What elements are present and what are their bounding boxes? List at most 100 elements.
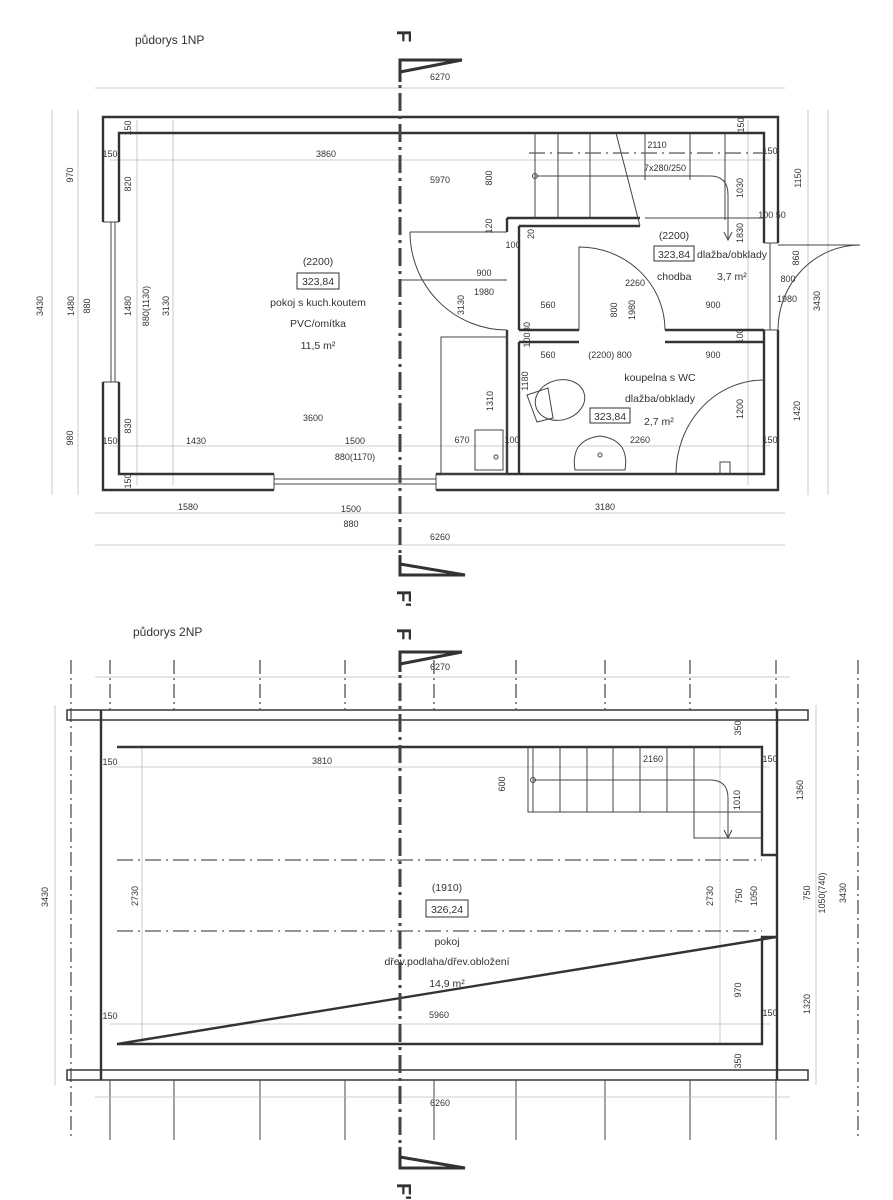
room-height: (2200) — [659, 230, 689, 242]
section-mark-start: F — [392, 628, 414, 640]
dimension-label: 150 — [762, 146, 777, 156]
dimension-label: 150 — [102, 757, 117, 767]
section-mark-end: F' — [392, 1183, 414, 1200]
dimension-label: 100 — [735, 328, 745, 343]
dimension-label: 1050 — [749, 886, 759, 906]
staircase-2np — [527, 747, 762, 840]
dimension-label: 1980 — [627, 300, 637, 320]
dimension-label: 30 — [522, 322, 532, 332]
section-mark-start: F — [392, 30, 414, 42]
room-level: 323,84 — [302, 276, 334, 288]
dimension-label: (2200) 800 — [588, 350, 632, 360]
dimension-label: 900 — [705, 300, 720, 310]
dimension-label: 2730 — [130, 886, 140, 906]
dimension-label: 560 — [540, 350, 555, 360]
dimension-label: 3810 — [312, 756, 332, 766]
dimension-label: 750 — [802, 885, 812, 900]
room-name: pokoj s kuch.koutem — [270, 297, 366, 309]
dimension-label: 1050(740) — [817, 872, 827, 913]
dimension-label: 970 — [65, 167, 75, 182]
room-living: (2200) 323,84 pokoj s kuch.koutem PVC/om… — [270, 256, 366, 352]
dimension-label: 1420 — [792, 401, 802, 421]
plan-1np: půdorys 1NP — [35, 33, 861, 546]
dimension-label: 560 — [540, 300, 555, 310]
dimension-label: 1310 — [485, 391, 495, 411]
dimension-label: 100 50 — [758, 210, 786, 220]
dimension-label: 800 — [484, 170, 494, 185]
dimension-label: 120 — [484, 218, 494, 233]
dimension-label: 900 — [476, 268, 491, 278]
dimension-label: 800 — [609, 302, 619, 317]
room-level: 326,24 — [431, 904, 463, 916]
dimension-label: 880(1170) — [335, 452, 375, 462]
room-finish: dlažba/obklady — [625, 393, 696, 405]
room-name: koupelna s WC — [624, 372, 696, 384]
dimension-label: 150 — [762, 435, 777, 445]
dimension-label: 1500 — [341, 504, 361, 514]
room-corridor: (2200) 323,84 dlažba/obklady chodba 3,7 … — [653, 230, 768, 283]
dimension-label: 1480 — [66, 296, 76, 316]
dimension-label: 150 — [102, 149, 117, 159]
dimension-label: 2260 — [625, 278, 645, 288]
dimension-label: 150 — [102, 436, 117, 446]
dimension-label: 100 — [504, 435, 519, 445]
section-mark-end: F' — [392, 590, 414, 607]
bathroom-fixtures — [526, 379, 627, 471]
dimension-label: 2730 — [705, 886, 715, 906]
dimension-label: 830 — [123, 418, 133, 433]
dimension-label: 2110 — [647, 140, 666, 150]
section-line-f: F F' F F' — [392, 30, 466, 1200]
room-area: 2,7 m² — [644, 416, 674, 428]
dimension-label: 3860 — [316, 149, 336, 159]
dimension-label: 3430 — [40, 887, 50, 907]
room-level: 323,84 — [658, 249, 690, 261]
dimension-label: 150 — [123, 473, 133, 488]
room-bathroom: koupelna s WC dlažba/obklady 323,84 2,7 … — [589, 372, 696, 428]
dimension-label: 350 — [733, 1053, 743, 1068]
walls-1np — [101, 115, 780, 492]
dimension-label: 880 — [343, 519, 358, 529]
dimension-label: 150 — [762, 754, 777, 764]
dimension-label: 1430 — [186, 436, 206, 446]
dimension-label: 820 — [123, 176, 133, 191]
dimension-label: 3430 — [838, 883, 848, 903]
dimension-label: 6260 — [430, 1098, 450, 1108]
grid-ticks-2np — [54, 660, 859, 1140]
dimension-label: 1150 — [793, 168, 803, 187]
dimension-label: 100 — [505, 240, 520, 250]
dimension-label: 20 — [526, 229, 536, 239]
dimension-label: 2260 — [630, 435, 650, 445]
walls-2np — [66, 709, 809, 1081]
dimension-label: 3130 — [161, 296, 171, 316]
dimension-label: 1320 — [802, 994, 812, 1014]
room-name: pokoj — [434, 936, 459, 948]
dimension-label: 1360 — [795, 780, 805, 800]
dimension-label: 670 — [454, 435, 469, 445]
room-level: 323,84 — [594, 411, 626, 423]
room-2np: (1910) 326,24 pokoj dřev.podlaha/dřev.ob… — [384, 882, 509, 990]
dimension-label: 900 — [705, 350, 720, 360]
plan-2np: půdorys 2NP (1910) — [40, 625, 859, 1140]
dimension-label: 150 — [123, 120, 133, 135]
dimension-label: 860 — [791, 250, 801, 265]
dimension-label: 3600 — [303, 413, 323, 423]
dimension-label: 1180 — [520, 371, 530, 390]
dimension-label: 1030 — [735, 178, 745, 198]
room-finish: dřev.podlaha/dřev.obložení — [384, 956, 509, 968]
dimension-label: 3430 — [812, 291, 822, 311]
staircase-1np — [529, 132, 764, 242]
dimension-label: 880(1130) — [141, 286, 151, 326]
dimension-label: 980 — [65, 430, 75, 445]
dimension-label: 1980 — [777, 294, 797, 304]
dimension-label: 7x280/250 — [644, 163, 686, 173]
dimension-label: 3430 — [35, 296, 45, 316]
room-area: 11,5 m² — [301, 340, 336, 352]
dimension-label: 3180 — [595, 502, 615, 512]
dimension-label: 3130 — [456, 295, 466, 315]
room-height: (2200) — [303, 256, 333, 268]
dimension-label: 6260 — [430, 532, 450, 542]
dimension-label: 1580 — [178, 502, 198, 512]
dimension-label: 150 — [102, 1011, 117, 1021]
